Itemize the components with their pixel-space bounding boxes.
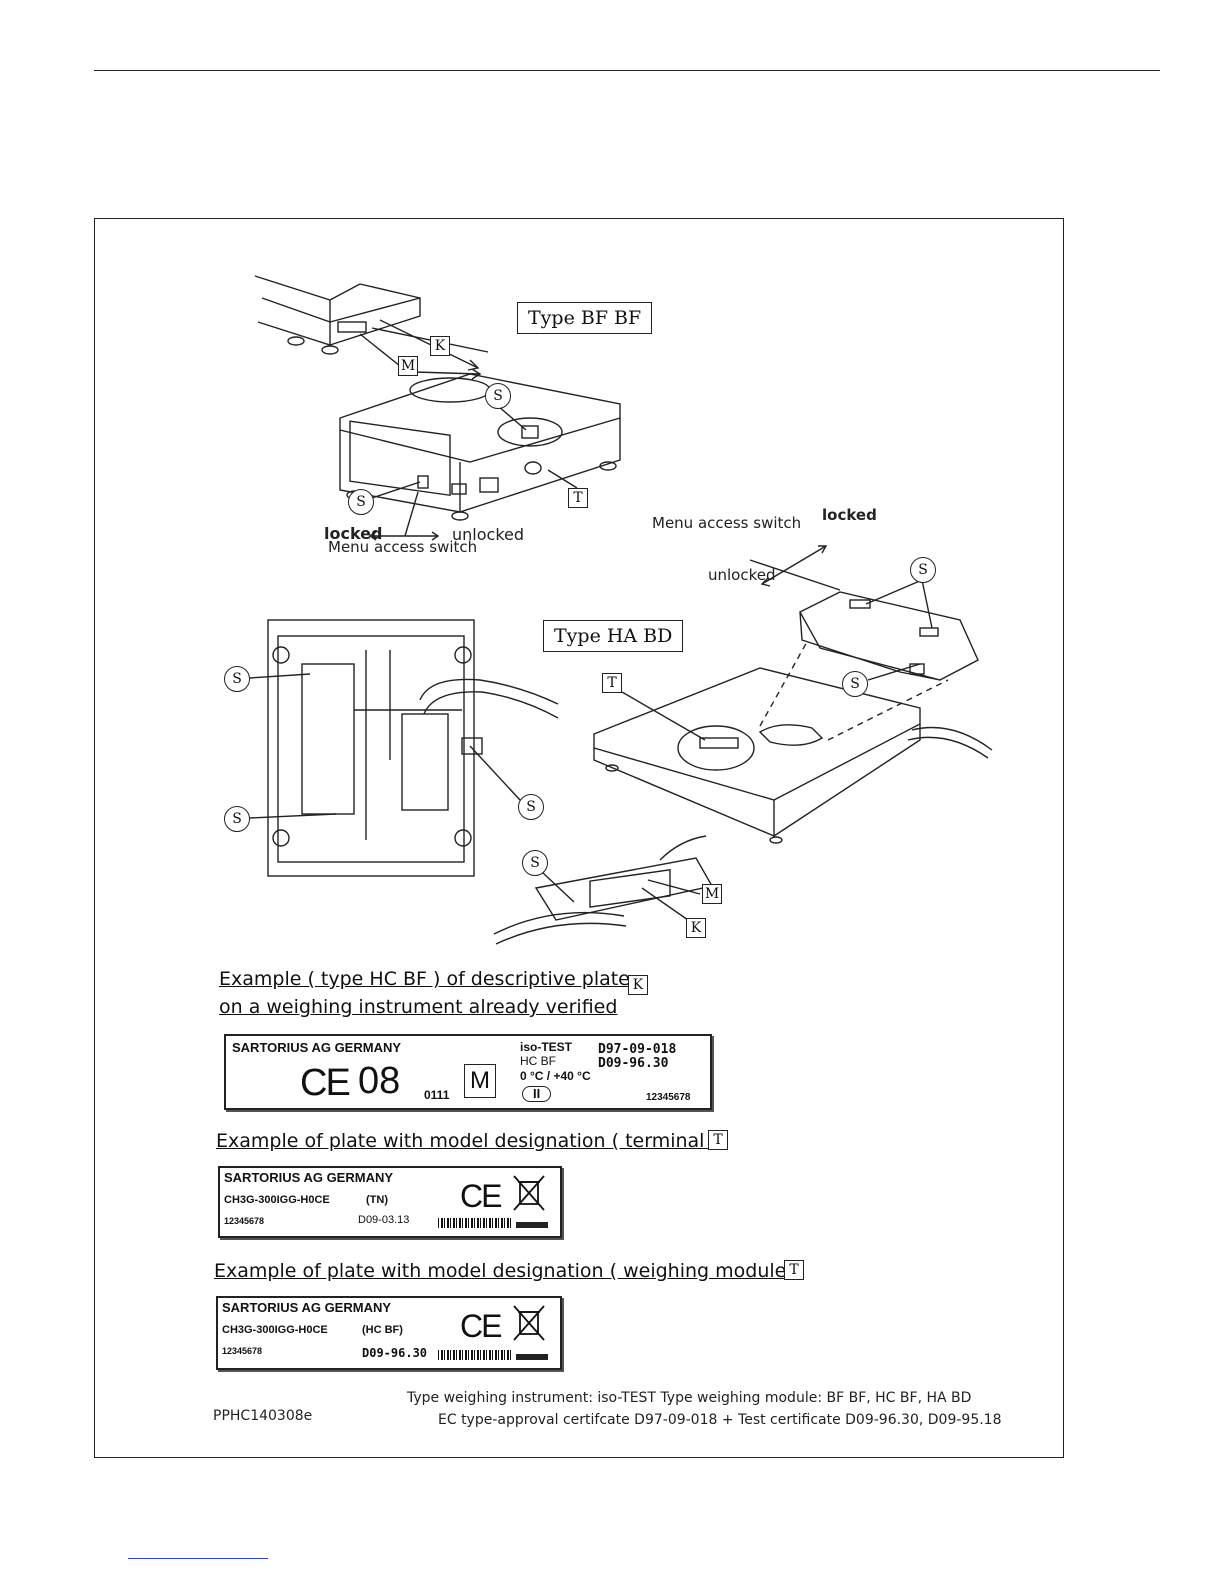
plate-serial: 12345678 xyxy=(224,1216,265,1226)
plate-notified-body: 0111 xyxy=(424,1088,450,1102)
ha-switch-unlocked: unlocked xyxy=(708,566,776,584)
plate-model: CH3G-300IGG-H0CE xyxy=(222,1324,328,1336)
callout-s-frame-right: S xyxy=(518,794,544,820)
label-strip-icon xyxy=(516,1222,548,1228)
callout-t-module: T xyxy=(784,1260,804,1280)
module-plate: SARTORIUS AG GERMANY CH3G-300IGG-H0CE (H… xyxy=(216,1296,562,1370)
plate-serial: 12345678 xyxy=(222,1346,263,1356)
descriptive-plate: SARTORIUS AG GERMANY CE 08 0111 M iso-TE… xyxy=(224,1034,712,1110)
callout-s-text: S xyxy=(850,676,860,692)
example-terminal: Example of plate with model designation … xyxy=(216,1130,718,1152)
callout-t-ha: T xyxy=(602,673,622,693)
ce-mark: CE xyxy=(460,1308,502,1344)
weee-bin-icon xyxy=(513,1305,545,1341)
ce-mark: CE xyxy=(460,1178,502,1214)
callout-s-text: S xyxy=(493,388,503,404)
bf-switch-unlocked: unlocked xyxy=(452,525,525,544)
callout-s-frame-top: S xyxy=(224,666,250,692)
plate-temp: 0 °C / +40 °C xyxy=(520,1069,591,1083)
example-descriptive-line2: on a weighing instrument already verifie… xyxy=(219,996,618,1018)
callout-m-plate: M xyxy=(702,884,722,904)
callout-k-example: K xyxy=(628,975,648,995)
callout-m-text: M xyxy=(400,358,416,374)
plate-maker: SARTORIUS AG GERMANY xyxy=(222,1300,392,1315)
callout-t-text: T xyxy=(713,1132,723,1148)
example-module: Example of plate with model designation … xyxy=(214,1260,800,1282)
callout-m-top: M xyxy=(398,356,418,376)
type-bf-label: Type BF BF xyxy=(517,302,653,334)
plate-model: HC BF xyxy=(520,1054,556,1068)
callout-m-text: M xyxy=(704,886,720,902)
type-bf-text: Type BF BF xyxy=(528,307,642,329)
callout-s-bf-top: S xyxy=(485,383,511,409)
callout-s-text: S xyxy=(232,671,242,687)
callout-s-text: S xyxy=(530,855,540,871)
metrology-mark: M xyxy=(464,1064,496,1098)
callout-s-bf-side: S xyxy=(348,489,374,515)
callout-k-text: K xyxy=(690,920,702,936)
accuracy-class: II xyxy=(522,1086,552,1102)
footer-cert-line: EC type-approval certifcate D97-09-018 +… xyxy=(438,1412,1002,1428)
type-ha-label: Type HA BD xyxy=(543,620,684,652)
plate-year: 08 xyxy=(358,1060,401,1102)
bf-switch-caption: Menu access switch xyxy=(328,538,478,556)
callout-s-module-side: S xyxy=(842,671,868,697)
callout-t-text: T xyxy=(607,675,617,691)
bf-switch-locked: locked xyxy=(324,524,383,543)
weee-bin-icon xyxy=(513,1175,545,1211)
header-rule xyxy=(94,70,1160,71)
terminal-plate: SARTORIUS AG GERMANY CH3G-300IGG-H0CE (T… xyxy=(218,1166,562,1238)
plate-variant: (HC BF) xyxy=(362,1324,403,1336)
plate-cert: D09-96.30 xyxy=(362,1346,428,1360)
plate-cert1: D97-09-018 xyxy=(598,1042,677,1057)
callout-s-plate: S xyxy=(522,850,548,876)
type-ha-text: Type HA BD xyxy=(554,625,673,647)
plate-type-label: iso-TEST xyxy=(520,1040,573,1054)
callout-t-terminal: T xyxy=(708,1130,728,1150)
callout-t-text: T xyxy=(789,1262,799,1278)
ha-switch-locked: locked xyxy=(822,506,877,524)
label-strip-icon xyxy=(516,1354,548,1360)
figure-code: PPHC140308e xyxy=(213,1408,313,1424)
plate-cert: D09-03.13 xyxy=(358,1214,410,1226)
ha-switch-caption: Menu access switch xyxy=(652,514,802,532)
callout-t-bf: T xyxy=(568,488,588,508)
callout-s-text: S xyxy=(232,811,242,827)
callout-s-frame-bottom: S xyxy=(224,806,250,832)
plate-maker: SARTORIUS AG GERMANY xyxy=(224,1170,394,1185)
plate-variant: (TN) xyxy=(366,1194,388,1206)
plate-maker: SARTORIUS AG GERMANY xyxy=(232,1040,402,1055)
plate-cert2: D09-96.30 xyxy=(598,1056,669,1071)
callout-s-text: S xyxy=(356,494,366,510)
callout-s-module-top: S xyxy=(910,557,936,583)
plate-serial: 12345678 xyxy=(646,1092,691,1103)
barcode-icon xyxy=(438,1218,512,1228)
callout-k-text: K xyxy=(434,338,446,354)
example-descriptive-line1: Example ( type HC BF ) of descriptive pl… xyxy=(219,968,630,990)
callout-k-top: K xyxy=(430,336,450,356)
callout-t-text: T xyxy=(573,490,583,506)
plate-model: CH3G-300IGG-H0CE xyxy=(224,1194,330,1206)
barcode-icon xyxy=(438,1350,512,1360)
callout-k-text: K xyxy=(632,977,644,993)
footer-type-line: Type weighing instrument: iso-TEST Type … xyxy=(407,1390,972,1406)
callout-s-text: S xyxy=(918,562,928,578)
figure-frame xyxy=(94,218,1064,1458)
page-footer-rule xyxy=(128,1558,268,1559)
ce-mark: CE xyxy=(300,1062,351,1104)
callout-s-text: S xyxy=(526,799,536,815)
callout-k-plate: K xyxy=(686,918,706,938)
